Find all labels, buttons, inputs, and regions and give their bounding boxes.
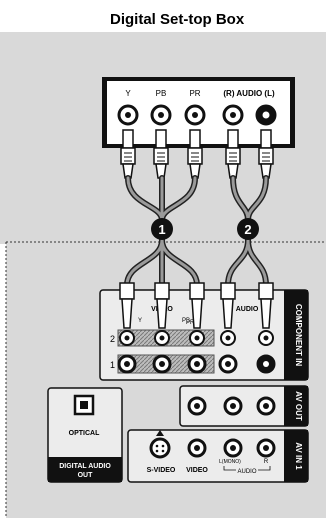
- component-jack-row2-pb: [154, 330, 170, 346]
- component-jack-row1-audio-r: [256, 354, 276, 374]
- pb-label: PB: [182, 318, 190, 324]
- digital-audio-label: DIGITAL AUDIO: [59, 463, 111, 470]
- component-jack-row2-y: [119, 330, 135, 346]
- av-out-panel: AV OUT: [179, 385, 309, 427]
- av-in-jack-video: [187, 438, 207, 458]
- av-out-jack-r: [256, 396, 276, 416]
- av-in-video-label: VIDEO: [186, 467, 208, 474]
- svideo-label: S-VIDEO: [147, 467, 176, 474]
- component-in-panel: COMPONENT IN 2 1 VIDEO AUDIO Y PB PR: [99, 289, 309, 381]
- svg-text:1: 1: [158, 222, 165, 237]
- y-label: Y: [138, 318, 142, 324]
- av-in-jack-l: [223, 438, 243, 458]
- av-in-audio-label: AUDIO: [237, 469, 256, 475]
- component-cable: [124, 175, 200, 288]
- component-jack-row2-audio-r: [258, 330, 274, 346]
- digital-audio-out-label: OUT: [78, 472, 94, 479]
- component-jack-row2-audio-l: [220, 330, 236, 346]
- settop-label-y: Y: [125, 89, 131, 98]
- settop-jack-audio-r: [222, 104, 244, 126]
- component-jack-row1-pb: [152, 354, 172, 374]
- svg-text:2: 2: [244, 222, 251, 237]
- audio-group-label: AUDIO: [236, 306, 259, 313]
- component-jack-row1-audio-l: [218, 354, 238, 374]
- settop-jack-y: [117, 104, 139, 126]
- step-badge-2: 2: [237, 218, 259, 240]
- av-in-jack-r: [256, 438, 276, 458]
- settop-jack-audio-l: [255, 104, 277, 126]
- component-plugs: [119, 282, 274, 329]
- l-mono-label: L(MONO): [219, 459, 241, 465]
- settop-label-pb: PB: [156, 89, 167, 98]
- optical-panel: OPTICAL DIGITAL AUDIO OUT: [47, 387, 123, 483]
- diagram-title: Digital Set-top Box: [110, 11, 245, 28]
- av-out-side-label: AV OUT: [294, 391, 303, 421]
- pr-label: PR: [186, 320, 195, 326]
- av-in-side-label: AV IN 1: [294, 442, 303, 470]
- component-jack-row1-pr: [187, 354, 207, 374]
- av-out-jack-l: [223, 396, 243, 416]
- r-label: R: [264, 459, 269, 465]
- optical-label: OPTICAL: [69, 430, 100, 437]
- av-in-panel: AV IN 1 S-VIDEO VIDEO L(MONO) R AUDIO: [127, 429, 309, 483]
- av-out-jack-video: [187, 396, 207, 416]
- component-jack-row1-y: [117, 354, 137, 374]
- settop-label-pr: PR: [189, 89, 200, 98]
- component-in-side-label: COMPONENT IN: [294, 304, 303, 366]
- settop-label-audio: (R) AUDIO (L): [223, 89, 275, 98]
- row-1-label: 1: [110, 360, 115, 370]
- settop-jack-pb: [150, 104, 172, 126]
- optical-port-icon: [73, 394, 95, 416]
- settop-jack-pr: [184, 104, 206, 126]
- av-in-jack-svideo: [149, 437, 171, 459]
- step-badge-1: 1: [151, 218, 173, 240]
- audio-cable: [225, 175, 269, 288]
- component-jack-row2-pr: [189, 330, 205, 346]
- row-2-label: 2: [110, 334, 115, 344]
